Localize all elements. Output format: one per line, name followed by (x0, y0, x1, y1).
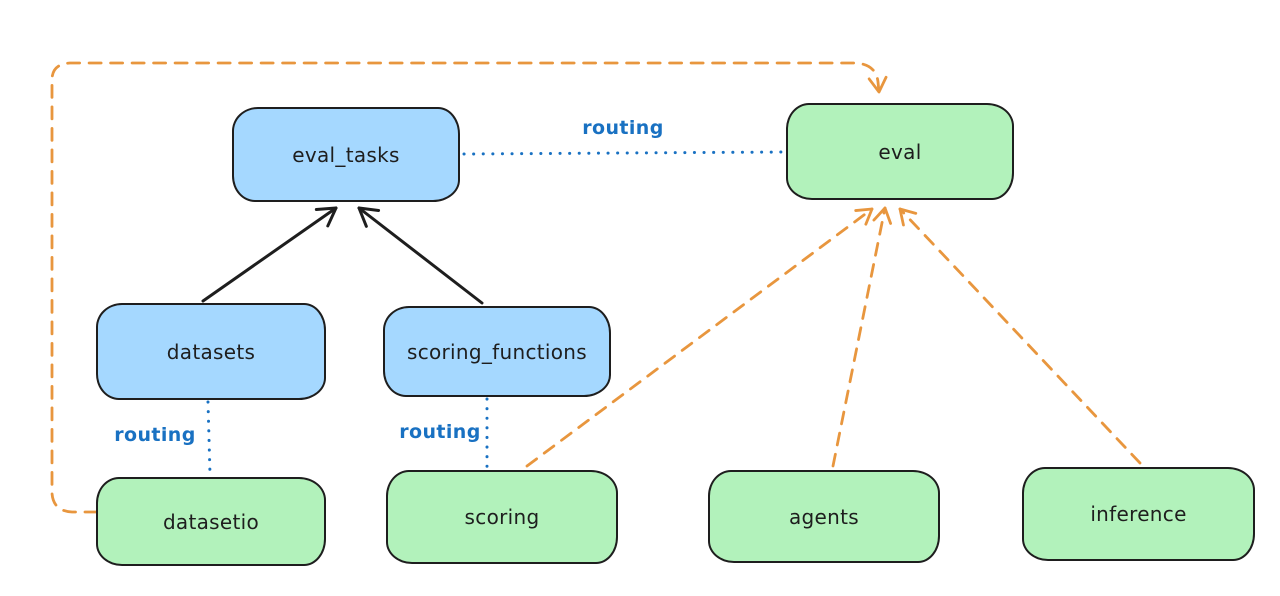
node-scoring: scoring (386, 470, 618, 564)
node-eval-tasks: eval_tasks (232, 107, 460, 202)
routing-label-eval-tasks-eval: routing (582, 117, 664, 139)
routing-label-scoring-functions-scoring: routing (399, 421, 481, 443)
node-scoring-functions: scoring_functions (383, 306, 611, 397)
edge-eval-tasks-to-eval-routing (462, 150, 784, 156)
edge-agents-to-eval (831, 206, 892, 468)
node-agents: agents (708, 470, 940, 563)
edge-inference-to-eval (898, 207, 1142, 465)
edge-datasets-to-eval-tasks (201, 206, 338, 303)
routing-label-datasets-datasetio: routing (114, 424, 196, 446)
edge-scoring-functions-to-eval-tasks (357, 206, 484, 305)
node-datasetio: datasetio (96, 477, 326, 566)
node-datasets: datasets (96, 303, 326, 400)
node-scoring-functions-label: scoring_functions (406, 339, 588, 364)
node-datasets-label: datasets (166, 339, 256, 364)
node-eval: eval (786, 103, 1014, 200)
node-inference: inference (1022, 467, 1255, 561)
edge-datasets-to-datasetio-routing (206, 400, 212, 476)
node-agents-label: agents (789, 504, 859, 529)
node-inference-label: inference (1090, 502, 1187, 526)
node-eval-tasks-label: eval_tasks (292, 142, 400, 167)
node-eval-label: eval (878, 139, 922, 164)
node-datasetio-label: datasetio (162, 509, 260, 534)
node-scoring-label: scoring (464, 505, 540, 529)
